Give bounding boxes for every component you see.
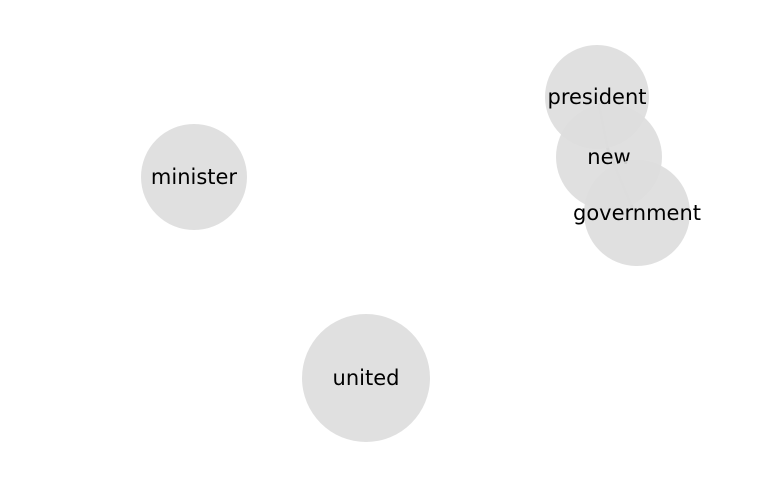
node-minister[interactable]: minister: [141, 124, 247, 230]
node-government-label: government: [573, 201, 701, 225]
nodes-layer: minister united president new government: [141, 45, 701, 442]
node-government[interactable]: government: [573, 160, 701, 266]
node-government-circle: [584, 160, 690, 266]
node-united[interactable]: united: [302, 314, 430, 442]
node-president-label: president: [548, 85, 647, 109]
node-united-label: united: [333, 366, 400, 390]
node-united-circle: [302, 314, 430, 442]
node-minister-label: minister: [151, 165, 238, 189]
node-minister-circle: [141, 124, 247, 230]
